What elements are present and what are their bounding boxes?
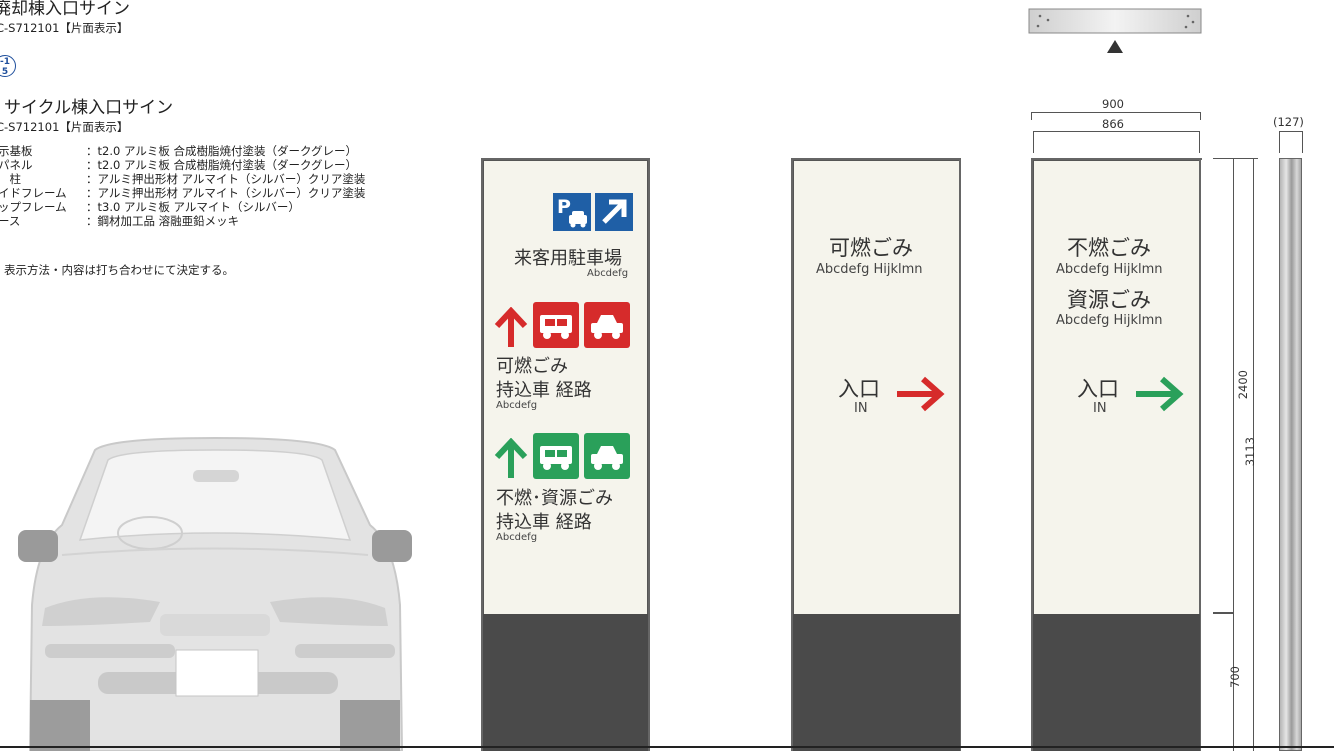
spec-key: 示基板 [0,144,33,158]
spec-row: ース ：鋼材加工品 溶融亜鉛メッキ [0,214,239,228]
top-frame [481,158,649,160]
red-route-label-2: 持込車 経路 [496,380,592,401]
spec-title-main: サイクル棟入口サイン [4,98,174,118]
badge-top-text: -1 [0,57,10,67]
sign3-entrance-en: IN [1093,401,1107,416]
parking-icon: P [553,193,591,231]
spec-note: 表示方法・内容は打ち合わせにて決定する。 [4,263,234,277]
dimension-line-inner [1033,131,1200,153]
spec-value: ：アルミ押出形材 アルマイト（シルバー）クリア塗装 [86,172,366,186]
spec-key: ップフレーム [0,200,67,214]
truck-green-icon [533,433,579,479]
dimension-width-inner: 866 [1102,117,1124,131]
sign3-label-2-en: Abcdefg Hijklmn [1056,313,1163,328]
ground-line [0,746,1334,748]
sign-base [483,614,648,751]
side-frame [1199,158,1201,751]
arrow-right-red-icon [897,376,945,412]
top-view-plate [1028,8,1202,34]
badge-bottom-text: 5 [1,67,9,77]
spec-value: ：t2.0 アルミ板 合成樹脂焼付塗装（ダークグレー） [86,158,358,172]
spec-row: 柱 ：アルミ押出形材 アルマイト（シルバー）クリア塗装 [0,172,365,186]
sign3-label-1: 不燃ごみ [1067,236,1151,260]
spec-row: 示基板 ：t2.0 アルミ板 合成樹脂焼付塗装（ダークグレー） [0,144,357,158]
spec-row: パネル ：t2.0 アルミ板 合成樹脂焼付塗装（ダークグレー） [0,158,357,172]
side-view-post [1279,158,1302,751]
side-frame [959,158,961,751]
spec-code-main: C-S712101【片面表示】 [0,120,129,134]
car-illustration [18,436,412,751]
sign2-label-en: Abcdefg Hijklmn [816,262,923,277]
top-frame [791,158,961,160]
arrow-up-red-icon [494,307,528,347]
sign-panel [483,160,648,615]
spec-value: ：アルミ押出形材 アルマイト（シルバー）クリア塗装 [86,186,366,200]
view-direction-triangle-icon [1107,40,1123,53]
side-frame [648,158,650,751]
dimension-total-height: 3113 [1243,437,1257,467]
red-route-label-en: Abcdefg [496,400,538,411]
sign3-label-2: 資源ごみ [1067,288,1151,312]
spec-key: 柱 [0,172,21,186]
sign2-label: 可燃ごみ [829,236,913,260]
dimension-vline-total [1253,158,1254,751]
car-green-icon [584,433,630,479]
dimension-tick-top [1213,158,1258,159]
side-frame [481,158,483,751]
spec-value: ：鋼材加工品 溶融亜鉛メッキ [86,214,240,228]
green-route-label-2: 持込車 経路 [496,512,592,533]
svg-text:P: P [557,196,571,218]
sign-number-badge: -1 5 [0,55,16,77]
parking-label: 来客用駐車場 [514,248,622,269]
sign-base [793,614,960,751]
car-red-icon [584,302,630,348]
parking-label-en: Abcdefg [587,268,629,279]
sign3-label-1-en: Abcdefg Hijklmn [1056,262,1163,277]
dimension-panel-height: 2400 [1236,370,1250,400]
spec-code-top: C-S712101【片面表示】 [0,21,129,35]
spec-value: ：t3.0 アルミ板 アルマイト（シルバー） [86,200,300,214]
sign2-entrance-en: IN [854,401,868,416]
side-frame [1031,158,1033,751]
dimension-line-outer [1031,112,1201,120]
spec-row: ップフレーム ：t3.0 アルミ板 アルマイト（シルバー） [0,200,300,214]
arrow-up-green-icon [494,438,528,478]
sign-base [1033,614,1200,751]
spec-key: イドフレーム [0,186,67,200]
dimension-line-depth [1279,131,1303,153]
side-frame [791,158,793,751]
truck-red-icon [533,302,579,348]
arrow-right-green-icon [1136,376,1184,412]
red-route-label-1: 可燃ごみ [496,356,568,377]
spec-value: ：t2.0 アルミ板 合成樹脂焼付塗装（ダークグレー） [86,144,358,158]
dimension-vline-panel [1213,158,1234,613]
spec-row: イドフレーム ：アルミ押出形材 アルマイト（シルバー）クリア塗装 [0,186,365,200]
spec-title-top: 廃却棟入口サイン [0,0,130,19]
spec-key: ース [0,214,21,228]
spec-key: パネル [0,158,33,172]
sign2-entrance: 入口 [838,377,880,401]
dimension-base-height: 700 [1228,666,1242,688]
top-frame [1031,158,1202,160]
dimension-depth: (127) [1273,115,1304,129]
green-route-label-1: 不燃･資源ごみ [496,488,613,509]
dimension-vline-base [1213,613,1234,751]
arrow-up-right-icon [595,193,633,231]
dimension-width-outer: 900 [1102,97,1124,111]
sign3-entrance: 入口 [1077,377,1119,401]
green-route-label-en: Abcdefg [496,532,538,543]
